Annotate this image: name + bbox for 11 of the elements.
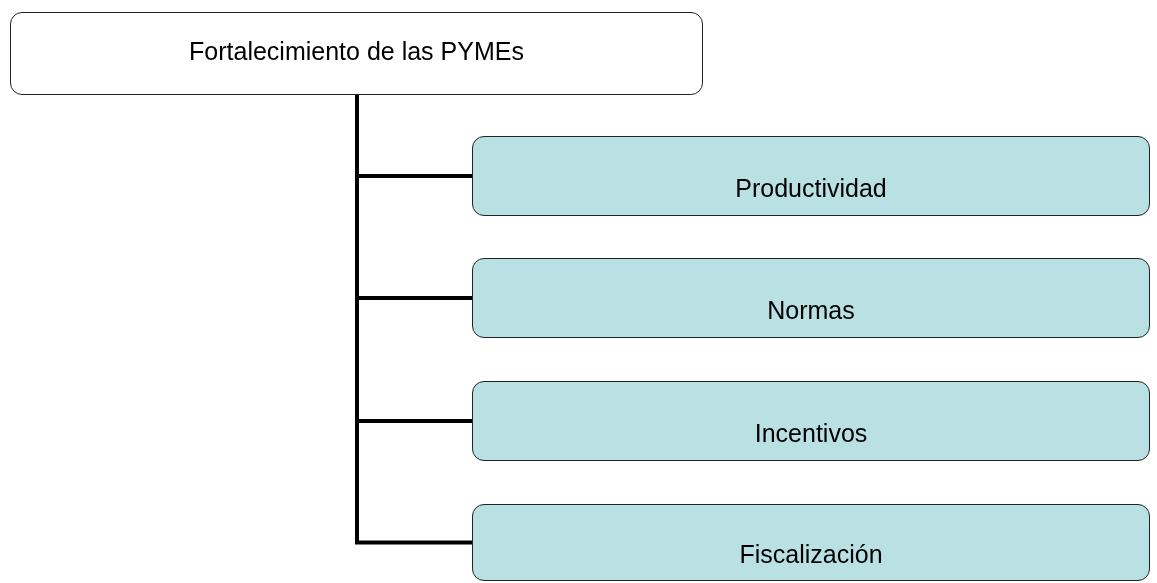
box-label: Productividad [735,174,887,204]
box-label: Incentivos [754,419,868,449]
box-label: Fiscalización [739,540,883,570]
category-box [472,136,1150,216]
connector-line [355,95,472,545]
category-box [472,258,1150,338]
box-label: Fortalecimiento de las PYMEs [189,37,524,67]
category-box [472,381,1150,461]
category-box [472,504,1150,581]
root-box [10,12,703,95]
box-label: Normas [767,296,855,326]
